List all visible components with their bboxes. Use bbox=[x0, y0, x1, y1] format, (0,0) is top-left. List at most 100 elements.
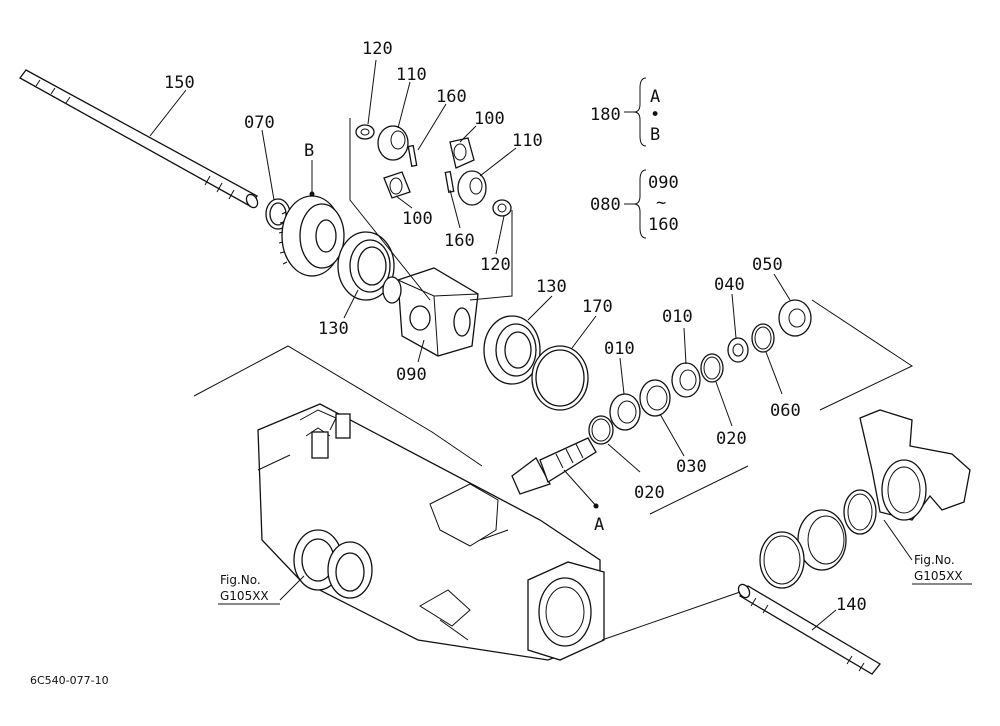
label-120-top: 120 bbox=[362, 39, 393, 59]
label-150: 150 bbox=[164, 73, 195, 93]
label-050: 050 bbox=[752, 255, 783, 275]
thrust-washer-120-top bbox=[355, 124, 375, 140]
leader-100a bbox=[459, 125, 477, 143]
label-040: 040 bbox=[714, 275, 745, 295]
label-b: B bbox=[304, 141, 314, 161]
label-100-bottom: 100 bbox=[402, 209, 433, 229]
bearing-130-left bbox=[337, 231, 395, 301]
dot-a bbox=[593, 503, 599, 509]
leader-160a bbox=[417, 103, 447, 151]
hub-ring-2 bbox=[759, 531, 805, 589]
label-110-top: 110 bbox=[396, 65, 427, 85]
dot-b bbox=[309, 191, 315, 197]
label-020-left: 020 bbox=[634, 483, 665, 503]
leader-130b bbox=[527, 295, 553, 321]
leader-110b bbox=[479, 147, 517, 177]
leader-130a bbox=[343, 289, 359, 319]
leader-140 bbox=[811, 609, 837, 631]
label-010-right: 010 bbox=[662, 307, 693, 327]
label-020-right: 020 bbox=[716, 429, 747, 449]
side-gear-110-bottom bbox=[457, 170, 487, 206]
axle-case bbox=[257, 403, 605, 661]
leader-050 bbox=[773, 273, 791, 301]
bevel-pinion-shaft-a bbox=[511, 437, 597, 495]
bearing-010-right bbox=[671, 362, 701, 398]
hub-collar bbox=[797, 509, 847, 571]
washer-040 bbox=[727, 337, 749, 363]
leader-020a bbox=[607, 443, 641, 473]
collar-030 bbox=[639, 379, 671, 417]
leader-150 bbox=[149, 89, 187, 137]
leader-a bbox=[563, 469, 599, 509]
pinion-gear-100-top bbox=[449, 137, 475, 169]
oil-seal-050 bbox=[778, 299, 812, 337]
label-130-right: 130 bbox=[536, 277, 567, 297]
leader-160b bbox=[449, 189, 461, 229]
leader-ref-left bbox=[279, 575, 305, 601]
axle-shaft-150 bbox=[19, 69, 259, 209]
leader-030 bbox=[659, 413, 685, 457]
label-070: 070 bbox=[244, 113, 275, 133]
thrust-washer-120-bottom bbox=[492, 199, 512, 217]
kit-180-sep: • bbox=[650, 105, 660, 125]
label-a: A bbox=[594, 515, 604, 535]
kit-080-sep: ~ bbox=[656, 193, 666, 213]
hub-ring-1 bbox=[843, 489, 877, 535]
kit-080-from: 090 bbox=[648, 173, 679, 193]
ref-left-line2: G105XX bbox=[220, 589, 269, 603]
shim-020-left bbox=[588, 415, 614, 445]
case-outline-left bbox=[193, 345, 483, 467]
differential-case-090 bbox=[382, 267, 479, 357]
ref-right-line2: G105XX bbox=[914, 569, 963, 583]
kit-080-bracket bbox=[624, 169, 647, 239]
leader-010b bbox=[683, 327, 687, 365]
shim-020-right bbox=[700, 353, 724, 383]
bearing-130-right bbox=[483, 315, 541, 385]
kit-080-to: 160 bbox=[648, 215, 679, 235]
kit-180-number: 180 bbox=[590, 105, 621, 125]
shim-170 bbox=[531, 345, 589, 411]
leader-170 bbox=[571, 315, 597, 349]
hub-case-right bbox=[859, 409, 971, 521]
side-gear-110-top bbox=[377, 125, 409, 161]
leader-120a bbox=[367, 59, 377, 125]
kit-080-number: 080 bbox=[590, 195, 621, 215]
label-170: 170 bbox=[582, 297, 613, 317]
label-130-left: 130 bbox=[318, 319, 349, 339]
leader-020b bbox=[715, 381, 733, 427]
leader-100b bbox=[395, 195, 413, 209]
label-010-left: 010 bbox=[604, 339, 635, 359]
ref-left-line1: Fig.No. bbox=[220, 573, 261, 587]
kit-180-to: B bbox=[650, 125, 660, 145]
leader-090 bbox=[417, 339, 425, 363]
leader-070 bbox=[261, 129, 275, 201]
assembly-bracket bbox=[349, 118, 513, 301]
ring-gear-b bbox=[278, 195, 345, 277]
leader-040 bbox=[731, 293, 737, 339]
label-120-bottom: 120 bbox=[480, 255, 511, 275]
label-160-top: 160 bbox=[436, 87, 467, 107]
drawing-code: 6C540-077-10 bbox=[30, 674, 109, 687]
label-110-bottom: 110 bbox=[512, 131, 543, 151]
leader-010a bbox=[619, 357, 625, 395]
bearing-010-left bbox=[609, 393, 641, 431]
kit-180-from: A bbox=[650, 87, 660, 107]
label-030: 030 bbox=[676, 457, 707, 477]
snap-ring-060 bbox=[751, 323, 775, 353]
leader-120b bbox=[495, 215, 505, 255]
leader-ref-right bbox=[883, 519, 913, 561]
pin-160-bottom bbox=[444, 170, 455, 193]
label-160-bottom: 160 bbox=[444, 231, 475, 251]
pinion-gear-100-bottom bbox=[383, 171, 411, 199]
hub-outline bbox=[601, 465, 749, 641]
leader-110a bbox=[397, 81, 411, 129]
label-100-top: 100 bbox=[474, 109, 505, 129]
ref-right-line1: Fig.No. bbox=[914, 553, 955, 567]
label-140: 140 bbox=[836, 595, 867, 615]
leader-060 bbox=[765, 351, 783, 395]
label-090: 090 bbox=[396, 365, 427, 385]
case-outline-seal bbox=[811, 299, 914, 411]
label-060: 060 bbox=[770, 401, 801, 421]
